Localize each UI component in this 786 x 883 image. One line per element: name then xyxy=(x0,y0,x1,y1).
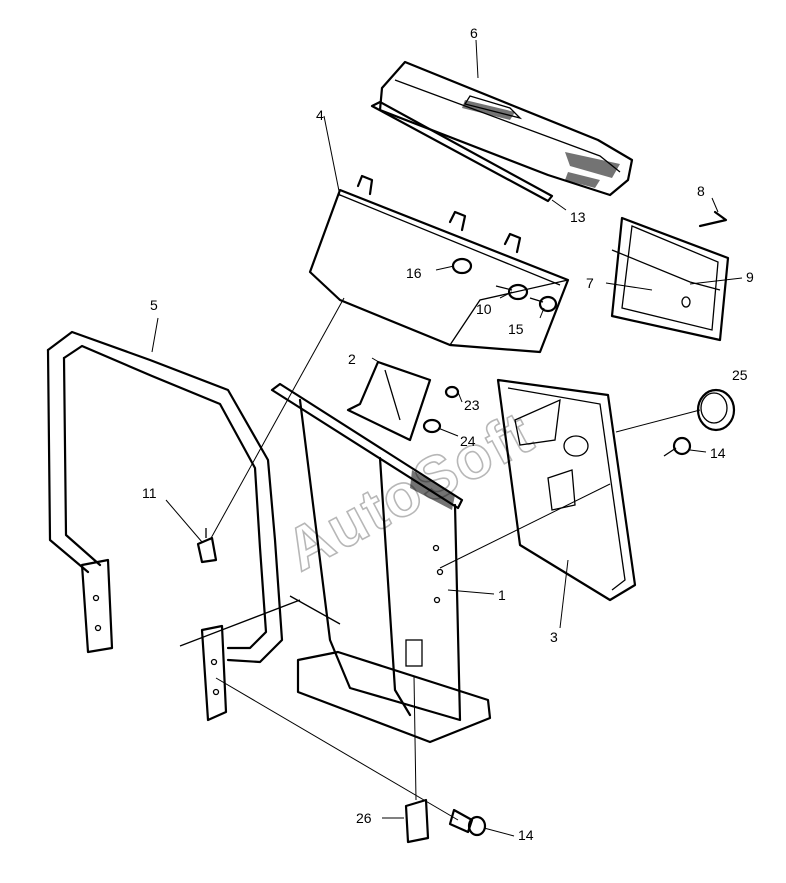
callout-24: 24 xyxy=(460,433,476,449)
callout-7: 7 xyxy=(586,275,594,291)
part-21-strip xyxy=(370,100,554,203)
part-2-bracket xyxy=(346,360,432,442)
callout-6: 6 xyxy=(470,25,478,41)
callout-8: 8 xyxy=(697,183,705,199)
part-4-box xyxy=(308,174,570,354)
callout-3: 3 xyxy=(550,629,558,645)
callout-4: 4 xyxy=(316,107,324,123)
fastener-14 xyxy=(448,808,487,837)
fastener-13 xyxy=(663,436,692,457)
callout-5: 5 xyxy=(150,297,158,313)
callout-25: 25 xyxy=(732,367,748,383)
callout-1: 1 xyxy=(498,587,506,603)
callout-13: 14 xyxy=(710,445,726,461)
part-5-handrail xyxy=(46,330,341,722)
callout-11: 11 xyxy=(142,485,157,501)
callout-9: 9 xyxy=(746,269,754,285)
callout-labels: 6 4 13 8 9 7 16 10 15 5 2 23 24 25 14 11… xyxy=(142,25,754,843)
callout-2: 2 xyxy=(348,351,356,367)
fastener-23 xyxy=(444,385,460,399)
callout-26: 26 xyxy=(356,810,372,826)
part-6-top-cover xyxy=(378,60,634,197)
part-26-block xyxy=(404,798,430,844)
part-7-frame xyxy=(610,210,730,342)
fastener-11 xyxy=(196,528,218,564)
part-1-column xyxy=(270,382,492,744)
leader-lines xyxy=(151,39,743,837)
fastener-16-10-15 xyxy=(451,257,558,313)
callout-15: 15 xyxy=(508,321,524,337)
fastener-24 xyxy=(422,418,442,434)
part-25-cap xyxy=(696,388,736,432)
callout-23: 23 xyxy=(464,397,480,413)
callout-21: 13 xyxy=(570,209,586,225)
part-3-panel xyxy=(496,378,637,602)
callout-10: 10 xyxy=(476,301,492,317)
callout-14: 14 xyxy=(518,827,534,843)
callout-16: 16 xyxy=(406,265,422,281)
